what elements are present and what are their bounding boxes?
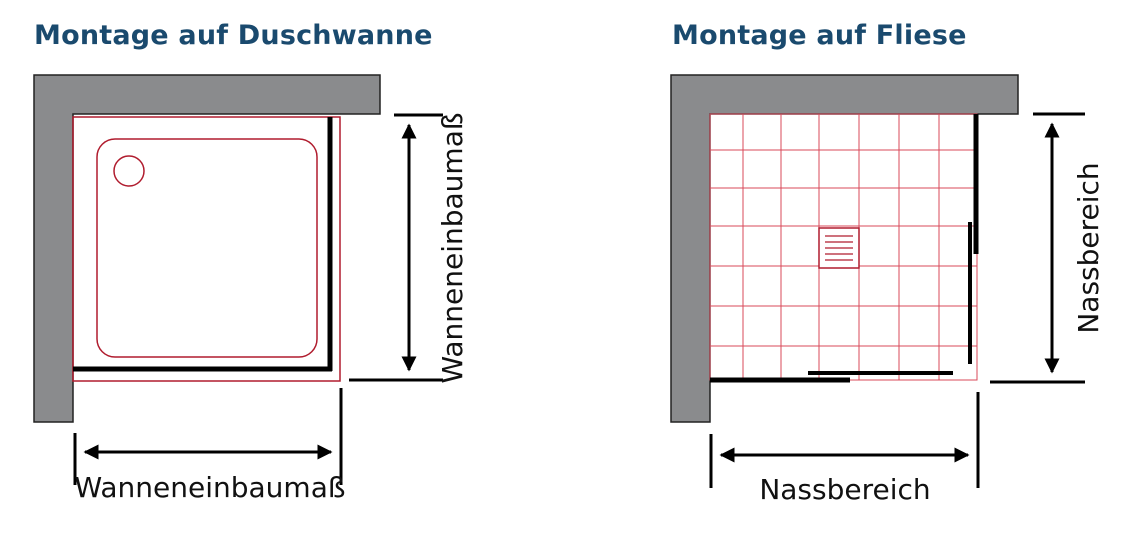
title-duschwanne: Montage auf Duschwanne (34, 20, 433, 51)
diagram-duschwanne: Wanneneinbaumaß Wanneneinbaumaß (33, 74, 469, 504)
dimension-vertical-left: Wanneneinbaumaß (349, 112, 469, 384)
corner-wall-icon (33, 74, 381, 423)
shower-tray-icon (72, 116, 341, 382)
diagram-fliese: Nassbereich Nassbereich (670, 74, 1105, 506)
dimension-horizontal-right: Nassbereich (709, 392, 980, 506)
label-vertical-wanneneinbaumass: Wanneneinbaumaß (436, 112, 469, 383)
tray-outer-edge (72, 116, 341, 382)
label-horizontal-wanneneinbaumass: Wanneneinbaumaß (74, 471, 345, 504)
drain-circle-icon (113, 155, 145, 187)
floor-drain-icon (818, 227, 860, 269)
shower-frame (710, 114, 979, 383)
title-fliese: Montage auf Fliese (672, 20, 967, 51)
dimension-vertical-right: Nassbereich (990, 112, 1105, 384)
shower-frame (73, 117, 333, 372)
tray-basin (96, 138, 318, 358)
label-vertical-nassbereich: Nassbereich (1072, 162, 1105, 333)
label-horizontal-nassbereich: Nassbereich (759, 473, 930, 506)
dimension-horizontal-left: Wanneneinbaumaß (73, 388, 346, 504)
